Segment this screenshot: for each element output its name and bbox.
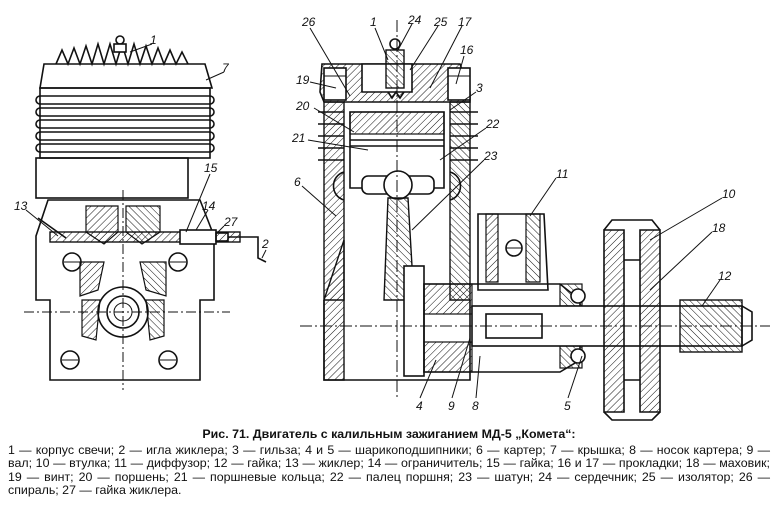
callout-20: 20 bbox=[295, 99, 310, 113]
front-view bbox=[24, 35, 267, 390]
leader-lines bbox=[25, 23, 723, 399]
callout-labels: 1 7 15 13 14 27 2 26 1 24 25 17 16 19 3 … bbox=[14, 13, 736, 413]
callout-13: 13 bbox=[14, 199, 28, 213]
section-view bbox=[300, 20, 770, 421]
callout-17: 17 bbox=[458, 15, 473, 29]
callout-5: 5 bbox=[564, 399, 571, 413]
callout-8: 8 bbox=[472, 399, 479, 413]
callout-10: 10 bbox=[722, 187, 736, 201]
callout-1-right: 1 bbox=[370, 15, 377, 29]
callout-9: 9 bbox=[448, 399, 455, 413]
callout-26: 26 bbox=[301, 15, 316, 29]
callout-6: 6 bbox=[294, 175, 301, 189]
callout-22: 22 bbox=[485, 117, 500, 131]
callout-23: 23 bbox=[483, 149, 498, 163]
callout-27: 27 bbox=[223, 215, 239, 229]
callout-15: 15 bbox=[204, 161, 218, 175]
callout-3: 3 bbox=[476, 81, 483, 95]
callout-4: 4 bbox=[416, 399, 423, 413]
figure-title: Рис. 71. Двигатель с калильным зажигание… bbox=[202, 427, 576, 441]
callout-11: 11 bbox=[556, 167, 568, 181]
figure-legend: 1 — корпус свечи; 2 — игла жиклера; 3 — … bbox=[8, 442, 770, 498]
callout-24: 24 bbox=[407, 13, 422, 27]
callout-18: 18 bbox=[712, 221, 726, 235]
engine-drawing: 1 7 15 13 14 27 2 26 1 24 25 17 16 19 3 … bbox=[14, 13, 770, 421]
callout-25: 25 bbox=[433, 15, 448, 29]
callout-1-left: 1 bbox=[150, 33, 157, 47]
callout-14: 14 bbox=[202, 199, 216, 213]
callout-7: 7 bbox=[222, 61, 230, 75]
figure-caption: Рис. 71. Двигатель с калильным зажигание… bbox=[8, 427, 770, 498]
callout-16: 16 bbox=[460, 43, 474, 57]
callout-12: 12 bbox=[718, 269, 732, 283]
callout-21: 21 bbox=[291, 131, 305, 145]
callout-2: 2 bbox=[261, 237, 269, 251]
callout-19: 19 bbox=[296, 73, 310, 87]
